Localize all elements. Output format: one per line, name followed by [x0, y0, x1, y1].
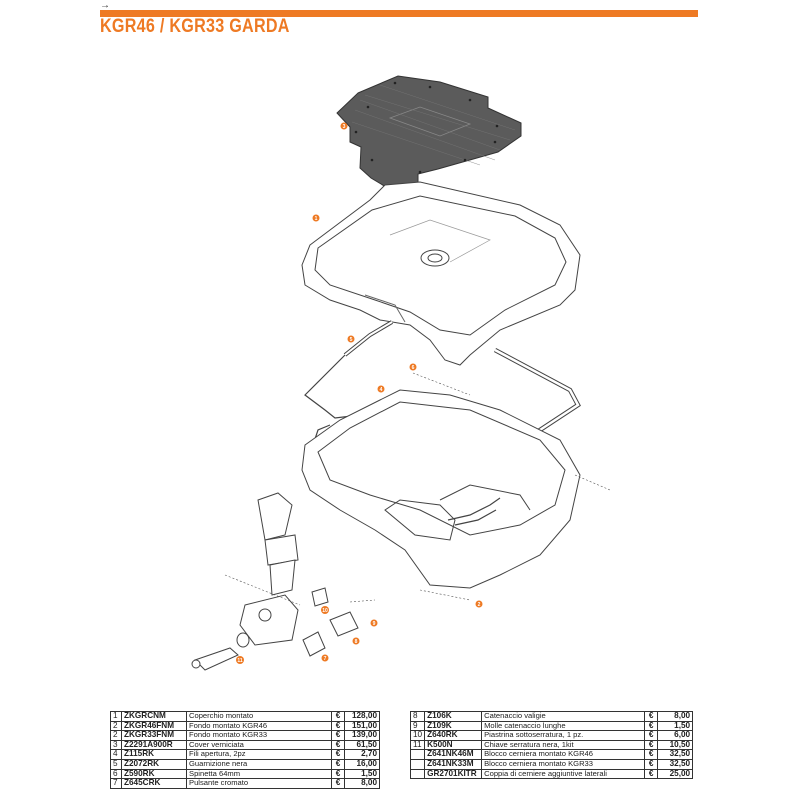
cell-price: 6,00: [657, 730, 694, 741]
cell-n: [409, 758, 426, 770]
cell-desc: Coppia di cerniere aggiuntive laterali: [481, 768, 646, 780]
cell-cur: €: [644, 730, 659, 741]
cell-n: 2: [110, 730, 122, 741]
cell-code: Z645CRK: [121, 778, 187, 789]
cell-desc: Piastrina sottoserratura, 1 pz.: [481, 730, 646, 741]
cell-desc: Pulsante cromato: [186, 778, 332, 789]
cell-desc: Coperchio montato: [186, 711, 332, 722]
cell-price: 25,00: [657, 768, 694, 780]
cell-code: GR2701KITR: [424, 768, 483, 780]
cell-n: [409, 768, 426, 780]
cell-price: 128,00: [344, 711, 380, 722]
base-part: [301, 389, 581, 589]
cell-n: 1: [110, 711, 122, 722]
page-title: KGR46 / KGR33 GARDA: [100, 16, 290, 37]
cell-n: 5: [110, 758, 122, 770]
callout-9: 9: [370, 619, 378, 627]
cell-price: 16,00: [344, 758, 380, 770]
svg-text:8: 8: [355, 639, 358, 645]
cell-n: 11: [409, 739, 426, 751]
cell-code: Z2072RK: [121, 758, 187, 770]
svg-text:11: 11: [237, 658, 243, 664]
cell-code: Z640RK: [424, 730, 483, 741]
cell-code: Z106K: [424, 711, 483, 722]
cell-desc: Fondo montato KGR33: [186, 730, 332, 741]
svg-text:5: 5: [350, 337, 353, 343]
cell-desc: Guarnizione nera: [186, 758, 332, 770]
cell-cur: €: [644, 768, 659, 780]
callout-11: 11: [236, 656, 244, 664]
arrow-icon: →: [100, 0, 110, 11]
cell-n: [409, 749, 426, 760]
cell-cur: €: [331, 730, 345, 741]
cell-n: 8: [409, 711, 426, 722]
cell-price: 8,00: [657, 711, 694, 722]
cell-cur: €: [644, 758, 659, 770]
svg-text:6: 6: [412, 365, 415, 371]
svg-text:1: 1: [315, 216, 318, 222]
cell-price: 32,50: [657, 758, 694, 770]
svg-text:9: 9: [373, 621, 376, 627]
exploded-diagram: 3 1 5 6 4 2 10 9 8 7 11: [191, 75, 611, 671]
cell-code: Z641NK33M: [424, 758, 483, 770]
svg-text:10: 10: [322, 608, 328, 614]
callout-5: 5: [347, 335, 355, 343]
cell-n: 7: [110, 778, 122, 789]
cell-cur: €: [331, 711, 345, 722]
lid-part: [301, 181, 581, 366]
cell-desc: Catenaccio valigie: [481, 711, 646, 722]
callout-1: 1: [312, 214, 320, 222]
cell-code: ZKGRCNM: [121, 711, 187, 722]
guide-lines: [224, 372, 611, 606]
callout-2: 2: [475, 600, 483, 608]
latch-strip: [447, 497, 501, 526]
callout-7: 7: [321, 654, 329, 662]
cell-price: 8,00: [344, 778, 380, 789]
cell-cur: €: [331, 758, 345, 770]
cell-n: 10: [409, 730, 426, 741]
callout-3: 3: [340, 122, 348, 130]
callout-6: 6: [409, 363, 417, 371]
cell-price: 139,00: [344, 730, 380, 741]
svg-text:3: 3: [343, 124, 346, 130]
callout-8: 8: [352, 637, 360, 645]
cell-cur: €: [644, 711, 659, 722]
svg-text:7: 7: [324, 656, 327, 662]
top-orange-bar: [100, 10, 698, 17]
cover-part: [336, 75, 522, 197]
cell-cur: €: [331, 778, 345, 789]
svg-text:4: 4: [380, 387, 383, 393]
cell-desc: Blocco cerniera montato KGR33: [481, 758, 646, 770]
callout-4: 4: [377, 385, 385, 393]
hinge-assembly: [191, 492, 359, 671]
cell-code: ZKGR33FNM: [121, 730, 187, 741]
svg-text:2: 2: [478, 602, 481, 608]
callout-10: 10: [321, 606, 329, 614]
